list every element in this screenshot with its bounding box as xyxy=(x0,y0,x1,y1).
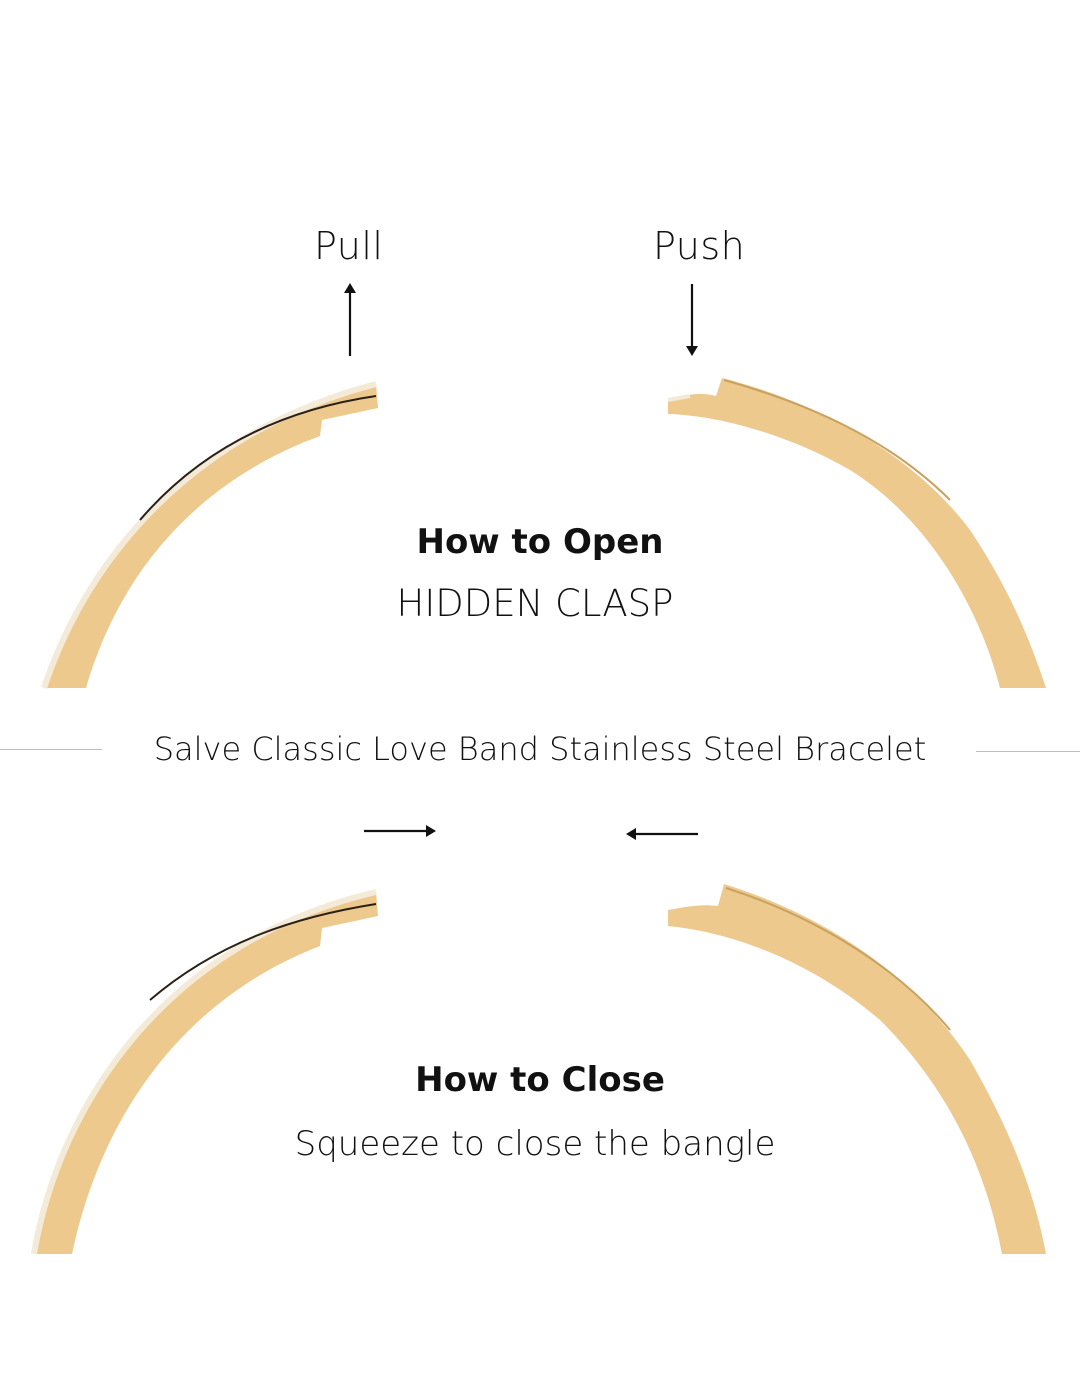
close-heading: How to Close xyxy=(415,1060,665,1100)
product-title: Salve Classic Love Band Stainless Steel … xyxy=(153,730,927,768)
bangle-right-half-close xyxy=(668,884,1046,1254)
arrow-left-icon xyxy=(626,828,698,840)
arrow-down-icon xyxy=(686,284,698,356)
bangle-right-half-open xyxy=(667,378,1046,688)
pull-label: Pull xyxy=(314,224,384,268)
open-heading: How to Open xyxy=(416,522,664,562)
bangle-left-half-close xyxy=(31,889,378,1255)
arrow-up-icon xyxy=(344,283,356,356)
divider-left xyxy=(0,749,102,750)
arrow-right-icon xyxy=(364,825,436,837)
open-subheading: HIDDEN CLASP xyxy=(396,582,674,625)
divider-right xyxy=(976,751,1080,752)
close-subheading: Squeeze to close the bangle xyxy=(294,1124,776,1164)
bangle-left-half-open xyxy=(41,381,378,689)
push-label: Push xyxy=(653,224,746,268)
